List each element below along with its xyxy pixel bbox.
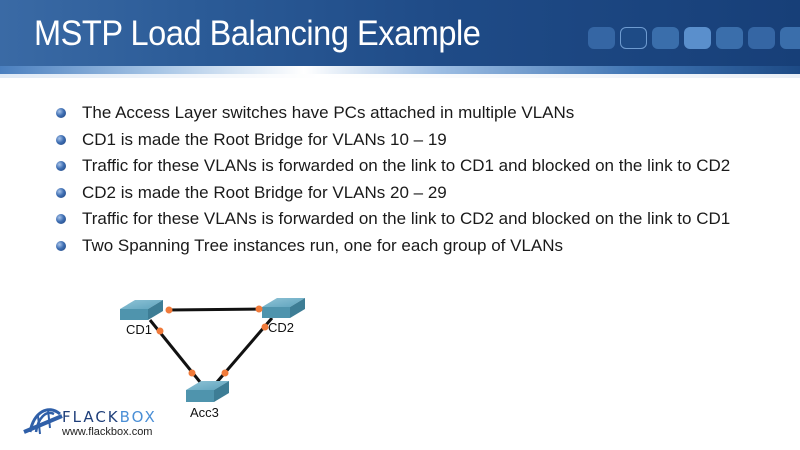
- bullet-text: Two Spanning Tree instances run, one for…: [82, 235, 564, 255]
- decor-square: [684, 27, 711, 49]
- logo-name-part1: FLACK: [62, 408, 120, 426]
- bullet-dot-icon: [56, 134, 66, 145]
- switch-label-acc3: Acc3: [190, 405, 219, 420]
- header-shine: [0, 66, 800, 74]
- link-cd1-cd2: [167, 307, 267, 312]
- bullet-dot-icon: [56, 161, 66, 171]
- port-dot: [165, 306, 173, 314]
- decor-square: [620, 27, 647, 49]
- switch-acc3[interactable]: [186, 381, 229, 402]
- bullet-dot-icon: [56, 240, 66, 251]
- bullet-list: The Access Layer switches have PCs attac…: [56, 100, 730, 259]
- port-dot: [221, 369, 229, 377]
- bullet-text: The Access Layer switches have PCs attac…: [82, 103, 575, 122]
- decor-square: [652, 27, 679, 49]
- decor-square: [748, 27, 775, 49]
- decor-square: [716, 27, 743, 49]
- bullet-text: CD2 is made the Root Bridge for VLANs 20…: [82, 182, 447, 202]
- decorative-squares: [588, 27, 800, 53]
- slide-header: MSTP Load Balancing Example: [0, 0, 800, 78]
- bridge-logo-icon: [23, 408, 63, 435]
- switch-cd1[interactable]: [120, 300, 163, 320]
- bullet-text: Traffic for these VLANs is forwarded on …: [82, 209, 731, 228]
- switch-label-cd1: CD1: [126, 322, 153, 337]
- switch-label-cd2: CD2: [268, 320, 295, 335]
- bullet-item: Traffic for these VLANs is forwarded on …: [56, 153, 730, 180]
- bullet-dot-icon: [56, 187, 66, 198]
- decor-square: [780, 27, 800, 49]
- bullet-item: The Access Layer switches have PCs attac…: [56, 100, 730, 127]
- port-dot: [188, 369, 196, 377]
- switch-icon: [262, 298, 305, 307]
- bullet-dot-icon: [56, 108, 66, 118]
- slide-title: MSTP Load Balancing Example: [34, 14, 481, 53]
- bullet-item: CD1 is made the Root Bridge for VLANs 10…: [56, 127, 730, 154]
- bullet-dot-icon: [56, 214, 66, 224]
- bullet-item: Two Spanning Tree instances run, one for…: [56, 233, 730, 260]
- logo-name: FLACKBOX: [62, 408, 157, 426]
- switch-icon: [120, 300, 163, 309]
- port-dot: [156, 327, 164, 335]
- logo-name-part2: BOX: [119, 408, 157, 426]
- bullet-text: CD1 is made the Root Bridge for VLANs 10…: [82, 129, 447, 149]
- bullet-text: Traffic for these VLANs is forwarded on …: [82, 156, 731, 175]
- switch-cd2[interactable]: [262, 298, 305, 318]
- header-shine: [0, 74, 800, 78]
- port-dot: [255, 305, 263, 313]
- bullet-item: Traffic for these VLANs is forwarded on …: [56, 206, 730, 233]
- bullet-item: CD2 is made the Root Bridge for VLANs 20…: [56, 180, 730, 207]
- logo-url: www.flackbox.com: [62, 426, 153, 438]
- port-dot: [261, 323, 269, 331]
- decor-square: [588, 27, 615, 49]
- switch-icon: [186, 381, 229, 390]
